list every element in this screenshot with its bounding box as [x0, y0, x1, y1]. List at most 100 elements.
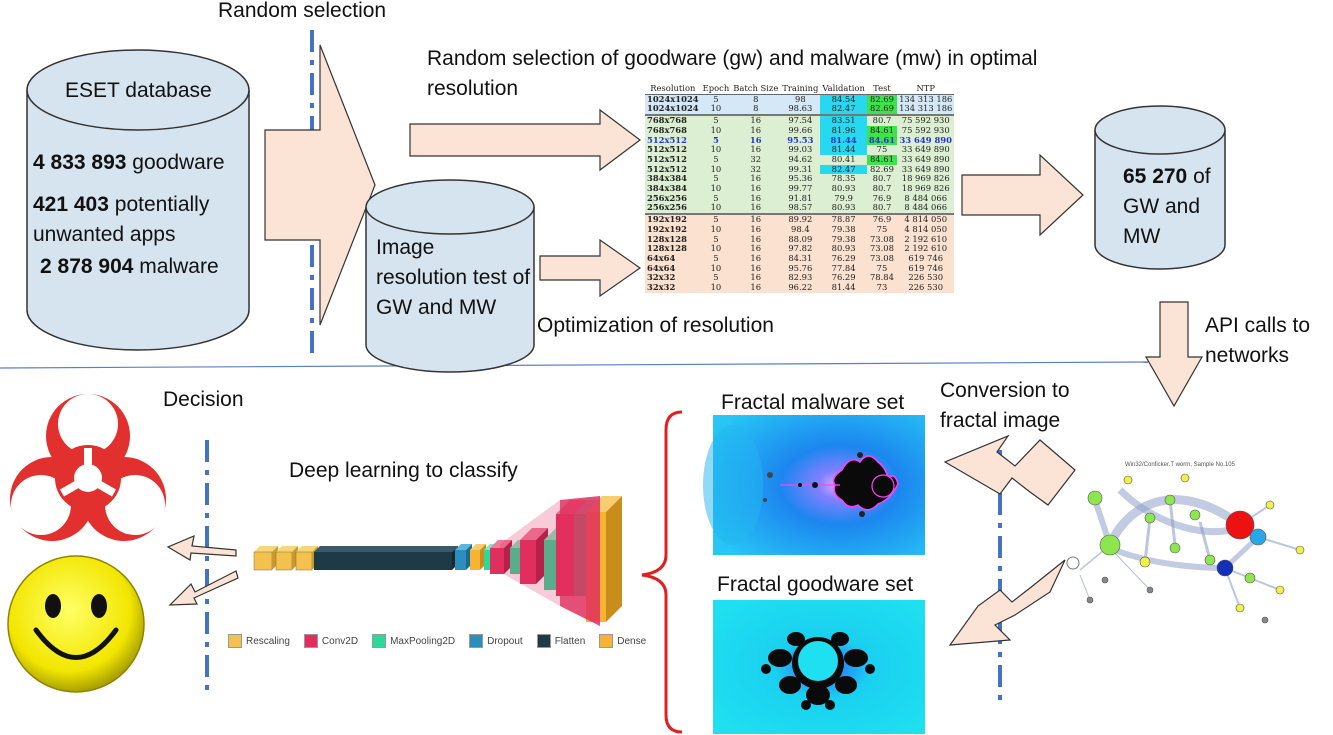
table-cell: 80.93 — [831, 243, 856, 254]
table-cell: 16 — [750, 115, 762, 126]
table-cell: 10 — [710, 262, 722, 273]
table-cell: 2 192 610 — [904, 243, 948, 254]
table-cell: 512x512 — [647, 153, 687, 164]
arrow-to-fractal-malware — [943, 434, 1076, 506]
table-cell: 76.29 — [831, 272, 856, 283]
table-cell: 78.84 — [869, 272, 894, 283]
legend-swatch — [536, 634, 551, 648]
legend-swatch — [228, 634, 242, 648]
table-cell: 256x256 — [647, 192, 687, 203]
table-cell: 134 313 186 — [899, 103, 953, 114]
legend-item: Conv2D — [303, 634, 358, 648]
legend-swatch — [303, 634, 318, 648]
table-cell: 98 — [794, 93, 806, 104]
table-cell: 512x512 — [647, 144, 687, 155]
table-cell: 97.82 — [788, 243, 813, 254]
eset-database-cylinder — [26, 49, 250, 351]
table-cell: 80.7 — [872, 183, 892, 194]
table-cell: 32 — [750, 163, 762, 174]
table-header-cell: Validation — [820, 84, 867, 95]
table-cell: 99.03 — [788, 144, 813, 155]
table-cell: 16 — [750, 223, 762, 234]
table-cell: 33 649 890 — [901, 163, 950, 174]
table-cell: 16 — [750, 262, 762, 273]
table-cell: 81.44 — [820, 145, 867, 155]
legend-label: Rescaling — [246, 635, 290, 647]
table-cell: 18 969 826 — [901, 183, 950, 194]
table-cell: 84.61 — [866, 125, 898, 136]
table-cell: 5 — [713, 115, 719, 126]
table-cell: 80.7 — [872, 173, 892, 184]
table-cell: 73.08 — [869, 233, 894, 244]
table-header-cell: Training — [780, 84, 821, 95]
table-cell: 8 — [753, 93, 759, 104]
table-cell: 128x128 — [647, 233, 687, 244]
table-cell: 75 592 930 — [901, 124, 950, 135]
legend-label: Dropout — [487, 635, 523, 647]
legend-item: Flatten — [536, 634, 585, 648]
table-cell: 73.08 — [869, 252, 894, 263]
table-cell: 77.84 — [831, 262, 856, 273]
table-cell: 99.77 — [788, 183, 813, 194]
table-cell: 384x384 — [647, 173, 687, 184]
table-cell: 98.57 — [788, 202, 813, 213]
goodware-stat: 4 833 893 goodware — [33, 151, 225, 174]
table-cell: 10 — [710, 202, 722, 213]
table-cell: 16 — [750, 173, 762, 184]
table-cell: 76.29 — [831, 252, 856, 263]
table-cell: 10 — [710, 243, 722, 254]
table-cell: 5 — [713, 252, 719, 263]
table-cell: 4 814 050 — [904, 223, 948, 234]
table-cell: 80.7 — [872, 202, 892, 213]
table-cell: 64x64 — [647, 252, 676, 263]
legend-item: MaxPooling2D — [372, 634, 455, 648]
fractal-malware-label: Fractal malware set — [721, 391, 905, 414]
table-cell: 95.36 — [788, 173, 813, 184]
conversion-label: Conversion to fractal image — [940, 379, 1070, 432]
table-cell: 4 814 050 — [904, 214, 948, 225]
result-cylinder — [1094, 105, 1226, 270]
table-cell: 10 — [710, 103, 722, 114]
table-cell: 81.44 — [820, 135, 867, 146]
legend-item: Dropout — [469, 634, 523, 648]
table-cell: 1024x1024 — [647, 93, 699, 104]
table-cell: 16 — [750, 202, 762, 213]
random-selection-detail: Random selection of goodware (gw) and ma… — [427, 47, 1038, 100]
table-cell: 79.38 — [831, 223, 856, 234]
table-cell: 10 — [710, 282, 722, 293]
legend-swatch — [372, 634, 387, 648]
resolution-test-text: Image resolution test of GW and MW — [376, 236, 531, 319]
big-arrow-right — [264, 44, 376, 326]
table-cell: 18 969 826 — [901, 173, 950, 184]
table-cell: 16 — [750, 282, 762, 293]
table-cell: 96.22 — [788, 282, 813, 293]
table-cell: 16 — [750, 252, 762, 263]
table-cell: 16 — [750, 144, 762, 155]
table-cell: 2 192 610 — [904, 233, 948, 244]
table-cell: 16 — [750, 214, 762, 225]
table-cell: 82.69 — [866, 104, 898, 116]
table-cell: 75 — [876, 223, 888, 234]
table-cell: 84.31 — [788, 252, 813, 263]
table-cell: 98.63 — [788, 103, 813, 114]
table-cell: 8 484 066 — [904, 192, 948, 203]
table-cell: 16 — [750, 272, 762, 283]
table-cell: 75 — [876, 144, 888, 155]
section-divider — [0, 361, 1149, 369]
api-calls-label: API calls to networks — [1205, 314, 1311, 367]
table-cell: 16 — [750, 233, 762, 244]
legend-item: Dense — [599, 634, 646, 648]
table-cell: 95.53 — [787, 134, 814, 145]
